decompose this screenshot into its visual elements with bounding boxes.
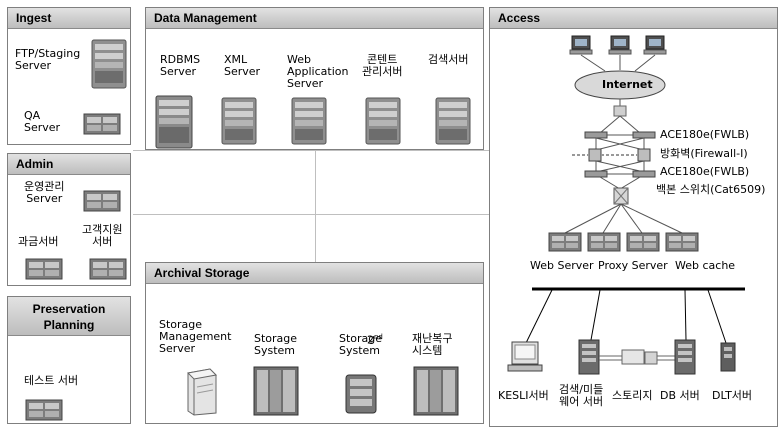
preservation-title: Preservation Planning	[8, 297, 130, 336]
connector-line	[133, 214, 489, 215]
load-balancer-icon	[632, 131, 656, 139]
firewall-label: 방화벽(Firewall-I)	[660, 147, 748, 160]
data-management-panel: Data Management RDBMS Server XML Server …	[145, 7, 484, 150]
tower-server-icon	[155, 95, 193, 149]
access-panel: Access	[489, 7, 778, 427]
load-balancer-icon	[584, 170, 608, 178]
rack-server-icon	[626, 232, 660, 252]
tower-server-icon	[91, 39, 127, 89]
router-icon	[613, 105, 627, 117]
db-server-label: DB 서버	[660, 389, 700, 402]
archival-storage-panel: Archival Storage Storage Management Serv…	[145, 262, 484, 424]
workstation-icon	[569, 35, 593, 55]
storage-rack-icon	[253, 366, 299, 416]
test-server-label: 테스트 서버	[24, 374, 79, 387]
dlt-server-label: DLT서버	[712, 389, 753, 402]
disaster-recovery-system-label: 재난복구 시스템	[412, 332, 453, 357]
rack-server-icon	[25, 399, 63, 421]
storage-server-icon	[186, 368, 218, 416]
tower-server-icon	[365, 97, 401, 145]
ace-fwlb-bottom-label: ACE180e(FWLB)	[660, 165, 750, 178]
ordinal-suffix: nd	[374, 333, 383, 341]
access-title: Access	[490, 8, 777, 29]
billing-server-label: 과금서버	[18, 235, 59, 248]
workstation-icon	[608, 35, 632, 55]
storage-array-icon	[621, 349, 658, 365]
preservation-panel: Preservation Planning 테스트 서버	[7, 296, 131, 424]
tower-server-icon	[674, 339, 696, 375]
backbone-switch-label: 백본 스위치(Cat6509)	[656, 183, 766, 196]
connector-line	[315, 150, 316, 262]
firewall-icon	[588, 148, 602, 162]
admin-title: Admin	[8, 154, 130, 175]
disk-array-icon	[345, 374, 377, 414]
load-balancer-icon	[584, 131, 608, 139]
web-cache-label: Web cache	[675, 259, 736, 272]
xml-server-label: XML Server	[224, 53, 261, 78]
workstation-icon	[643, 35, 667, 55]
rdbms-server-label: RDBMS Server	[160, 53, 201, 78]
rack-server-icon	[665, 232, 699, 252]
web-application-server-label: Web Application Server	[287, 53, 349, 90]
admin-panel: Admin 운영관리 Server 과금서버 고객지원 서버	[7, 153, 131, 286]
qa-server-label: QA Server	[24, 109, 61, 134]
search-middleware-server-label: 검색/미들 웨어 서버	[559, 383, 604, 408]
data-management-title: Data Management	[146, 8, 483, 29]
customer-support-server-label: 고객지원 서버	[82, 223, 123, 248]
ops-management-server-label: 운영관리 Server	[24, 180, 65, 205]
connector-line	[133, 150, 489, 151]
storage-management-server-label: Storage Management Server	[159, 318, 232, 355]
search-server-label: 검색서버	[428, 53, 469, 66]
kesli-server-label: KESLI서버	[498, 389, 549, 402]
ftp-staging-server-label: FTP/Staging Server	[15, 47, 81, 72]
second-storage-system-label: Storage System	[339, 332, 383, 357]
ordinal-number: 2	[367, 333, 374, 347]
tower-server-icon	[291, 97, 327, 145]
storage-rack-icon	[413, 366, 459, 416]
ace-fwlb-top-label: ACE180e(FWLB)	[660, 128, 750, 141]
rack-server-icon	[89, 258, 127, 280]
content-management-server-label: 콘텐트 관리서버	[362, 53, 403, 78]
storage-label: 스토리지	[612, 389, 653, 402]
ingest-title: Ingest	[8, 8, 130, 29]
web-server-label: Web Server	[530, 259, 594, 272]
tower-server-icon	[435, 97, 471, 145]
tape-library-icon	[720, 342, 736, 372]
rack-server-icon	[548, 232, 582, 252]
ingest-panel: Ingest FTP/Staging Server QA Server	[7, 7, 131, 145]
internet-label: Internet	[602, 78, 653, 91]
rack-server-icon	[587, 232, 621, 252]
archival-storage-title: Archival Storage	[146, 263, 483, 284]
rack-server-icon	[25, 258, 63, 280]
storage-system-label: Storage System	[254, 332, 298, 357]
rack-server-icon	[83, 113, 121, 135]
second-storage-system-number: 2nd	[353, 319, 383, 359]
tower-server-icon	[221, 97, 257, 145]
proxy-server-label: Proxy Server	[598, 259, 668, 272]
workstation-icon	[507, 341, 543, 372]
load-balancer-icon	[632, 170, 656, 178]
firewall-icon	[637, 148, 651, 162]
rack-server-icon	[83, 190, 121, 212]
tower-server-icon	[578, 339, 600, 375]
network-diagram	[507, 35, 745, 375]
